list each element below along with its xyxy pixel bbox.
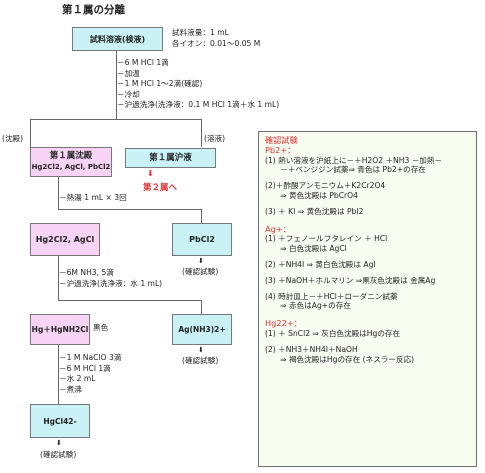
ag-confirm-label: (確認試験) [182,356,219,365]
split-line-1 [30,119,202,120]
pbcl2-box: PbCl2 [172,223,232,256]
group1-precipitate-ions: Hg2Cl2, AgCl, PbCl2 [31,163,111,171]
silver-ion-heading: Ag+： [265,223,291,234]
flow-line-2 [58,177,59,209]
flow-line-4 [58,345,59,404]
group1-filtrate-box: 第１属沪液 [125,148,216,168]
ion-concentration: 各イオン：0.01～0.05 M [172,39,261,48]
hg-ag-chloride-box: Hg2Cl2, AgCl [30,223,100,256]
arrow-down-icon: ⬇ [56,439,62,447]
silver-test-1a: (1) ＋フェノールフタレイン ＋ HCl [265,234,388,244]
to-group2-label: 第２属へ [143,183,178,193]
flow-line-main [116,51,117,119]
branch-line-ag-complex [201,300,202,314]
step3-line-2: －沪過洗浄(洗浄液：水 1 mL) [59,278,163,288]
split-line-2 [58,209,201,210]
sample-solution-box: 試料溶液(検液) [72,27,163,51]
group1-precipitate-box: 第１属沈殿 Hg2Cl2, AgCl, PbCl2 [30,147,112,177]
lead-test-3: (3) ＋ KI ⇒ 黄色沈殿は PbI2 [265,206,364,216]
step1-procedure: －6 M HCl 1滴 －加温 －1 M HCl 1～2滴(確認) －冷却 －沪… [117,58,279,111]
lead-test-2b: ⇒ 黄色沈殿は PbCrO4 [265,190,358,200]
step3-line-1: －6M NH3, 5滴 [59,268,114,277]
hg-residue-box: Hg＋HgNH2Cl [30,314,90,345]
step4-line-1: －1 M NaClO 3滴 [59,353,122,362]
hg-confirm-label: (確認試験) [40,450,77,459]
step4-line-3: －水 2 mL [59,374,96,383]
step4-line-4: －煮沸 [59,384,82,394]
hg-ag-chloride-label: Hg2Cl2, AgCl [35,235,95,244]
silver-test-2: (2) ＋NH4I ⇒ 黄白色沈殿は AgI [265,259,376,269]
branch-line-pbcl2 [201,209,202,223]
silver-test-3: (3) ＋NaOH＋ホルマリン ⇒黒灰色沈殿は 金属Ag [265,275,436,285]
split-line-3 [58,300,201,301]
pbcl2-confirm-label: (確認試験) [182,267,219,276]
precipitate-label: (沈殿) [2,134,24,143]
solution-label: (溶液) [204,134,226,143]
mercury-test-2b: ⇒ 褐色沈殿はHgの存在 (ネスラー反応) [265,354,415,364]
page-title: 第１属の分離 [62,4,125,16]
sample-volume: 試料液量：1 mL [172,28,229,37]
step1-line-5: －沪過洗浄(洗浄液：0.1 M HCl 1滴＋水 1 mL) [117,100,280,109]
lead-test-2a: (2)＋酢酸アンモニウム＋K2Cr2O4 [265,181,386,191]
black-color-label: 黒色 [93,323,109,332]
step1-line-1: －6 M HCl 1滴 [117,58,169,67]
step3-procedure: －6M NH3, 5滴 －沪過洗浄(洗浄液：水 1 mL) [59,268,162,289]
silver-test-1b: ⇒ 白色沈殿は AgCl [265,244,347,254]
silver-test-4a: (4) 時計皿上－＋HCl＋ローダニン試薬 [265,291,398,301]
group1-filtrate-label: 第１属沪液 [149,152,192,163]
confirmation-tests-panel: 確認試験 Pb2+： (1) 熱い溶液を沪紙上に－＋H2O2 ＋NH3 －加熱－… [258,131,477,467]
silver-test-4b: ⇒ 赤色はAg+の存在 [265,301,351,311]
sample-solution-label: 試料溶液(検液) [89,34,146,44]
lead-test-1a: (1) 熱い溶液を沪紙上に－＋H2O2 ＋NH3 －加熱－ [265,155,443,165]
lead-ion-heading: Pb2+： [265,144,296,155]
step4-procedure: －1 M NaClO 3滴 －6 M HCl 1滴 －水 2 mL －煮沸 [59,353,121,395]
mercury-test-2a: (2) ＋NH3＋NH4I＋NaOH [265,344,358,354]
arrow-to-group2-icon: ⬇ [147,169,154,178]
step1-line-4: －冷却 [117,89,140,99]
group1-precipitate-title: 第１属沈殿 [49,151,93,161]
silver-ammine-box: Ag(NH3)2+ [172,314,232,345]
branch-line-right [201,119,202,147]
mercury-test-1: (1) ＋ SnCl2 ⇒ 灰白色沈殿はHgの存在 [265,328,401,338]
step1-line-2: －加温 [117,68,140,78]
lead-test-1b: －＋ベンジジン試薬⇒ 青色は Pb2+の存在 [265,165,426,175]
mercury-ion-heading: Hg22+： [265,318,302,329]
arrow-down-icon: ⬇ [198,346,204,354]
step4-line-2: －6 M HCl 1滴 [59,363,111,373]
branch-line-left [30,119,31,147]
hg-residue-label: Hg＋HgNH2Cl [31,325,89,334]
panel-heading: 確認試験 [265,135,298,145]
flow-line-3 [58,256,59,300]
step2-procedure: －熱湯 1 mL × 3回 [59,193,127,202]
tetrachloromercurate-label: HgCl42- [43,416,77,426]
pbcl2-label: PbCl2 [189,235,215,244]
tetrachloromercurate-box: HgCl42- [30,404,90,438]
arrow-down-icon: ⬇ [198,257,204,265]
step1-line-3: －1 M HCl 1～2滴(確認) [117,79,203,88]
silver-ammine-label: Ag(NH3)2+ [178,325,226,334]
